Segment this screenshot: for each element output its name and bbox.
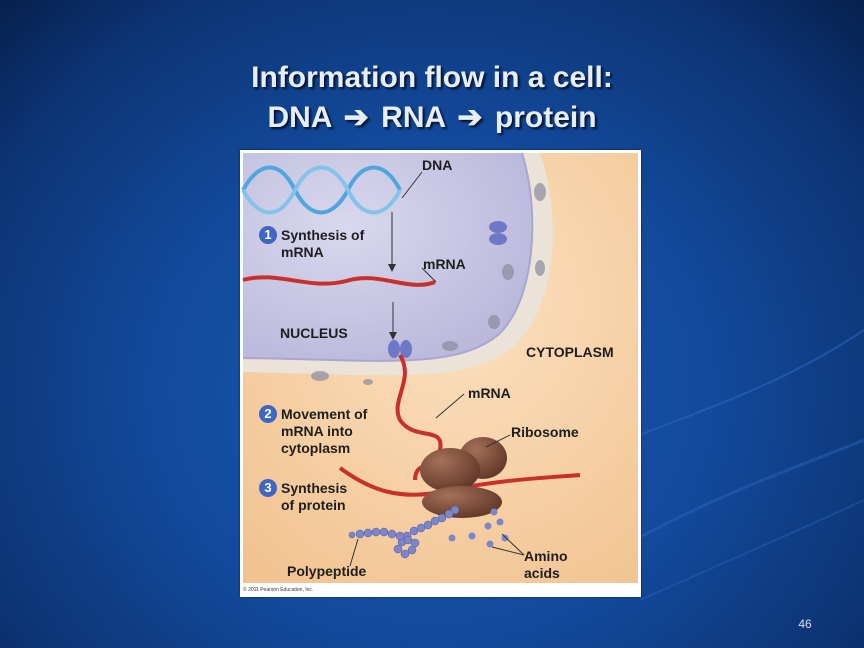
mrna-strand-nucleus (242, 275, 436, 287)
label-synthesis-protein: Synthesis of protein (281, 480, 348, 513)
label-mrna-nucleus: mRNA (423, 256, 466, 272)
ribosome (420, 437, 507, 518)
copyright-note: © 2011 Pearson Education, Inc. (243, 587, 314, 593)
figure-illustration (241, 152, 638, 583)
title-dna: DNA (267, 101, 332, 134)
title-rna: RNA (381, 101, 446, 134)
title-protein: protein (494, 101, 597, 134)
label-ribosome: Ribosome (511, 424, 579, 440)
title-line-1: Information flow in a cell: (251, 61, 613, 94)
polypeptide-chain (348, 505, 460, 559)
nuclear-pore (388, 221, 507, 358)
er-speckles (311, 183, 546, 385)
label-mrna-cytoplasm: mRNA (468, 385, 511, 401)
label-amino-acids: Amino acids (524, 548, 568, 581)
page-number: 46 (798, 617, 812, 631)
step-1-badge: 1 (259, 226, 277, 244)
label-dna: DNA (422, 157, 453, 173)
slide-title: Information flow in a cell: DNA ➔ RNA ➔ … (0, 58, 864, 138)
step-3-badge: 3 (259, 479, 277, 497)
arrow-right-icon: ➔ (343, 101, 369, 134)
arrow-right-icon: ➔ (457, 101, 483, 134)
amino-acids (448, 508, 509, 548)
label-polypeptide: Polypeptide (287, 563, 367, 579)
nucleus-body (243, 153, 533, 361)
step-2-badge: 2 (259, 405, 277, 423)
label-cytoplasm: CYTOPLASM (526, 344, 614, 360)
title-line-2: DNA ➔ RNA ➔ protein (0, 98, 864, 138)
label-nucleus: NUCLEUS (280, 325, 348, 341)
gene-expression-figure: DNA 1 Synthesis of mRNA mRNA NUCLEUS CYT… (240, 150, 641, 597)
label-synthesis-mrna: Synthesis of mRNA (281, 227, 365, 260)
dna-helix (241, 165, 402, 215)
label-movement: Movement of mRNA into cytoplasm (281, 406, 368, 456)
